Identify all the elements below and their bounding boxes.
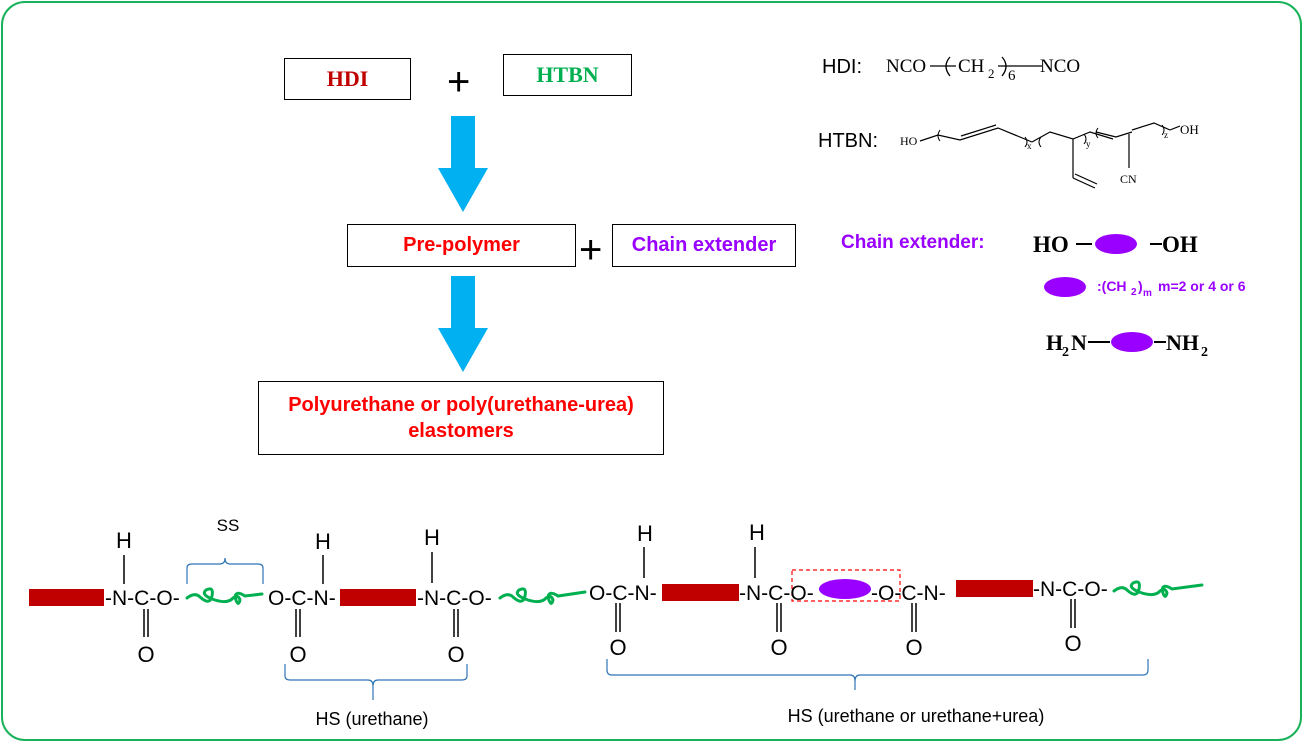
htbn-coil <box>1112 580 1204 598</box>
hdi-label: HDI <box>326 66 369 91</box>
htbn-label: HTBN <box>536 62 599 87</box>
diamine-h: H <box>1046 330 1063 355</box>
diamine-sub-right: 2 <box>1201 345 1208 360</box>
o-atom: O <box>1064 631 1081 656</box>
spacer-m-values: m=2 or 4 or 6 <box>1158 278 1246 294</box>
down-arrow-1 <box>438 116 488 212</box>
diamine-sub-left: 2 <box>1062 345 1069 360</box>
diamine-n: N <box>1071 330 1087 355</box>
prepolymer-label: Pre-polymer <box>403 234 520 256</box>
htbn-structure: HO x y CN <box>900 124 1137 189</box>
htbn-coil <box>185 587 264 605</box>
ss-bracket <box>186 557 264 584</box>
spacer-ellipse <box>1095 234 1137 254</box>
hdi-legend-label: HDI: <box>822 56 862 78</box>
spacer-note: :(CH 2 ) m m=2 or 4 or 6 <box>1044 277 1246 299</box>
product-box: Polyurethane or poly(urethane-urea) elas… <box>258 381 664 455</box>
htbn-legend-label: HTBN: <box>818 130 878 152</box>
o-atom: O <box>447 642 464 667</box>
spacer-legend-ellipse <box>1044 277 1086 297</box>
urethane-linkage-text: O-C-N- <box>589 582 657 605</box>
h-atom: H <box>424 525 440 550</box>
product-label: Polyurethane or poly(urethane-urea) elas… <box>288 394 634 442</box>
h-atom: H <box>749 520 765 545</box>
htbn-x: x <box>1027 141 1032 151</box>
diol-structure: HO OH <box>1033 232 1198 257</box>
htbn-structure-tail: z OH <box>1131 122 1199 140</box>
urethane-linkage-text: -O-C-N- <box>871 582 946 605</box>
plus-sign-1: + <box>447 60 471 104</box>
o-atom: O <box>289 642 306 667</box>
hs-mixed-label: HS (urethane or urethane+urea) <box>788 706 1045 726</box>
o-atom: O <box>770 635 787 660</box>
h-atom: H <box>315 529 331 554</box>
polymer-chain: H H H H H O O O O O O O -N-C-O- O-C-N- -… <box>29 516 1204 729</box>
htbn-y: y <box>1086 139 1091 149</box>
spacer-ch: :(CH <box>1097 278 1127 294</box>
hs-urethane-label: HS (urethane) <box>315 709 428 729</box>
spacer-subm: m <box>1143 288 1152 299</box>
hdi-block <box>956 580 1033 597</box>
hdi-nco-left: NCO <box>886 56 926 77</box>
o-atom: O <box>609 635 626 660</box>
hdi-repeat: 6 <box>1008 68 1016 84</box>
hdi-block <box>662 584 739 601</box>
plus-sign-2: + <box>579 228 603 272</box>
hdi-block <box>340 589 416 606</box>
chain-extender-box: Chain extender <box>612 224 796 267</box>
hdi-sub2: 2 <box>988 66 995 81</box>
down-arrow-2 <box>438 276 488 372</box>
chain-extender-ellipse <box>819 579 871 599</box>
chain-extender-label: Chain extender <box>631 234 777 256</box>
h-atom: H <box>637 521 653 546</box>
hs-urethane-bracket <box>284 664 468 687</box>
diamine-spacer-ellipse <box>1111 332 1153 352</box>
hdi-block <box>29 589 104 606</box>
o-atom: O <box>137 642 154 667</box>
chain-extender-highlight <box>791 569 901 602</box>
hdi-box: HDI <box>284 58 411 100</box>
urethane-linkage-text: -N-C-O- <box>1033 578 1108 601</box>
diol-oh: OH <box>1162 232 1198 257</box>
spacer-sub2: 2 <box>1131 287 1137 298</box>
hdi-nco-right: NCO <box>1040 56 1080 77</box>
o-atom: O <box>905 635 922 660</box>
diamine-structure: H 2 N NH 2 <box>1046 330 1208 360</box>
urethane-linkage-text: O-C-N- <box>268 587 336 610</box>
hs-mixed-bracket <box>606 659 1149 682</box>
htbn-z: z <box>1164 130 1168 140</box>
urethane-linkage-text: -N-C-O- <box>417 587 492 610</box>
urethane-linkage-text: -N-C-O- <box>739 582 814 605</box>
chain-extender-legend-label: Chain extender: <box>841 232 985 253</box>
htbn-cn: CN <box>1120 172 1137 186</box>
urethane-linkage-text: -N-C-O- <box>105 587 180 610</box>
diamine-nh: NH <box>1166 330 1199 355</box>
hdi-ch: CH <box>958 56 985 77</box>
diol-ho: HO <box>1033 232 1069 257</box>
hdi-structure: NCO CH 2 6 NCO <box>886 56 1080 84</box>
h-atom: H <box>116 528 132 553</box>
htbn-coil <box>498 587 587 605</box>
prepolymer-box: Pre-polymer <box>347 224 576 267</box>
htbn-ho: HO <box>900 134 918 148</box>
spacer-close: ) <box>1138 278 1143 294</box>
htbn-box: HTBN <box>503 54 632 96</box>
ss-label: SS <box>217 516 240 535</box>
htbn-oh: OH <box>1180 122 1199 137</box>
